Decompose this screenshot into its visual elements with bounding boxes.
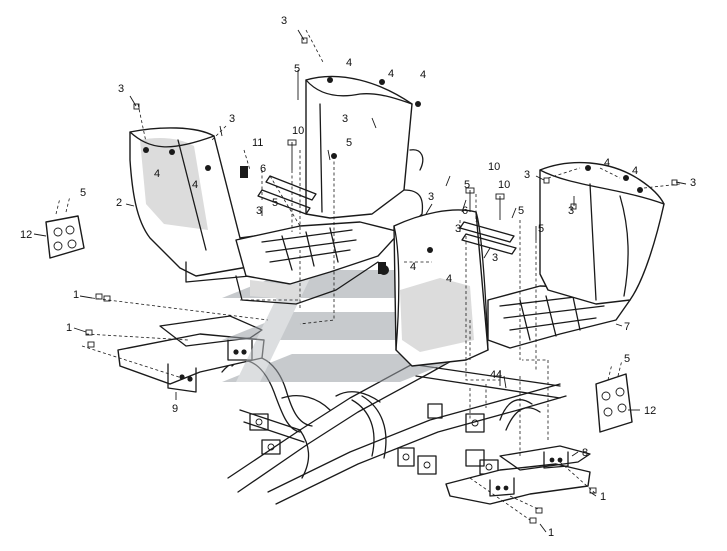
callout-10: 10 [498, 179, 510, 191]
callout-4: 4 [346, 57, 352, 69]
callout-7: 7 [624, 321, 630, 333]
callouts: 1 1 1 1 2 3 3 3 3 3 3 3 3 3 3 3 4 4 4 4 … [20, 15, 696, 539]
callout-4: 4 [446, 273, 452, 285]
callout-11: 11 [252, 137, 263, 149]
callout-5: 5 [538, 223, 544, 235]
callout-3: 3 [229, 113, 235, 125]
callout-1: 1 [548, 527, 554, 539]
callout-3: 3 [455, 223, 461, 235]
callout-1: 1 [66, 322, 72, 334]
callout-5: 5 [518, 205, 524, 217]
callout-ticks [33, 203, 640, 533]
callout-4: 4 [632, 165, 638, 177]
leader-lines [137, 29, 681, 420]
callout-3: 3 [342, 113, 348, 125]
callout-5: 5 [346, 137, 352, 149]
callout-3: 3 [492, 252, 498, 264]
right-fender [539, 161, 665, 305]
callout-3: 3 [524, 169, 530, 181]
callout-4: 4 [410, 261, 416, 273]
left-footrest-bracket [81, 293, 269, 393]
callout-3: 3 [256, 205, 262, 217]
callout-3: 3 [281, 15, 287, 27]
callout-4: 4 [496, 369, 502, 381]
callout-5: 5 [624, 353, 630, 365]
right-footrest-bracket [445, 359, 597, 524]
callout-4: 4 [420, 69, 426, 81]
callout-5: 5 [272, 197, 278, 209]
callout-3: 3 [428, 191, 434, 203]
callout-4: 4 [154, 168, 160, 180]
callout-3: 3 [690, 177, 696, 189]
callout-9: 9 [172, 403, 178, 415]
callout-4: 4 [388, 68, 394, 80]
callout-10: 10 [488, 161, 500, 173]
callout-8: 8 [582, 447, 588, 459]
callout-10: 10 [292, 125, 304, 137]
callout-12: 12 [20, 229, 32, 241]
callout-12: 12 [644, 405, 656, 417]
center-tunnel-panel [305, 75, 424, 233]
callout-1: 1 [73, 289, 79, 301]
callout-3: 3 [568, 205, 574, 217]
callout-4: 4 [490, 369, 496, 381]
callout-5: 5 [464, 179, 470, 191]
callout-1: 1 [600, 491, 606, 503]
callout-2: 2 [116, 197, 122, 209]
right-mud-flap [595, 359, 633, 433]
callout-4: 4 [604, 157, 610, 169]
callout-5: 5 [80, 187, 86, 199]
callout-6: 6 [462, 205, 468, 217]
left-mud-flap [45, 195, 85, 259]
center-front-cover [379, 209, 489, 367]
callout-4: 4 [192, 179, 198, 191]
callout-3: 3 [118, 83, 124, 95]
callout-6: 6 [260, 163, 266, 175]
callout-5: 5 [294, 63, 300, 75]
left-foot-platform [235, 221, 401, 305]
